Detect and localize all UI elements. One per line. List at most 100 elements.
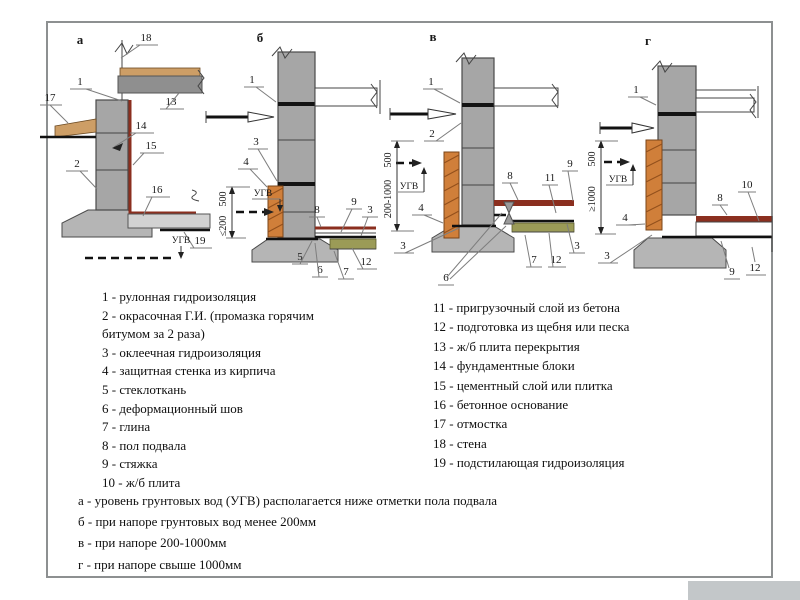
callout-3: 3: [248, 136, 278, 182]
callout-2: 2: [424, 122, 462, 142]
callout-15: 15: [132, 140, 164, 166]
legend-item-12: 12 - подготовка из щебня или песка: [433, 319, 630, 335]
callout-16: 16: [142, 184, 170, 217]
foundation-wall: [95, 99, 129, 211]
callout-number: 1: [77, 76, 83, 88]
break-mark: [651, 60, 673, 73]
basement-floor-layers: [662, 216, 773, 252]
callout-number: 10: [742, 179, 754, 191]
corner-patch: [688, 581, 800, 600]
protective-brick-wall: [645, 139, 663, 231]
note-g: г - при напоре свыше 1000мм: [78, 556, 242, 572]
foundation-waterproofing-diagrams: а 17 1 18 13: [40, 29, 773, 286]
brick-hatch: [645, 143, 663, 228]
callout-12: 12: [351, 247, 377, 270]
floor-surface: [696, 216, 772, 222]
callout-1: 1: [244, 74, 277, 103]
break-mark: [455, 52, 477, 65]
legend-item-15: 15 - цементный слой или плитка: [433, 377, 613, 393]
dimension: 500 200-1000: [383, 140, 414, 232]
block-joints: [96, 132, 128, 171]
callout-number: 2: [74, 158, 80, 170]
legend-item-17: 17 - отмостка: [433, 416, 508, 432]
callout-number: 6: [317, 264, 323, 276]
legend-item-14: 14 - фундаментные блоки: [433, 358, 575, 374]
callout-number: 12: [750, 262, 761, 274]
callout-number: 8: [314, 204, 320, 216]
callout-9: 9: [720, 240, 740, 280]
diagram-a: а 17 1 18 13: [40, 32, 212, 260]
callout-number: 14: [136, 120, 148, 132]
callout-4: 4: [616, 212, 646, 226]
rolled-waterproofing-band: [278, 102, 315, 106]
footing: [633, 237, 727, 269]
wall-pointer: [205, 111, 275, 123]
callout-number: 1: [633, 84, 639, 96]
concrete-base: [127, 213, 211, 229]
legend-item-18: 18 - стена: [433, 435, 487, 451]
dim-lower: ≤200: [218, 216, 229, 237]
callout-number: 3: [604, 250, 610, 262]
callout-13: 13: [160, 92, 184, 110]
callout-number: 19: [195, 235, 207, 247]
panel-v-label: в: [429, 29, 436, 44]
rolled-waterproofing-band: [462, 103, 494, 107]
callout-number: 9: [729, 266, 735, 278]
waterproofing-line: [128, 100, 196, 215]
ugv-label: УГВ: [609, 175, 628, 185]
legend-item-16: 16 - бетонное основание: [433, 397, 569, 413]
legend-item-1: 1 - рулонная гидроизоляция: [102, 289, 257, 304]
gravel-bedding: [329, 238, 377, 250]
callout-number: 16: [152, 184, 164, 196]
dim-upper: 500: [383, 153, 394, 168]
callout-1: 1: [70, 76, 123, 102]
callout-number: 9: [567, 158, 573, 170]
groundwater-level: УГВ: [236, 189, 283, 216]
ceiling-slab: [117, 75, 203, 94]
groundwater-level: УГВ: [396, 159, 427, 193]
callout-number: 15: [146, 140, 158, 152]
floor-surface: [494, 200, 574, 206]
legend-column-left: 1 - рулонная гидроизоляция 2 - окрасочна…: [102, 288, 342, 493]
blind-area: [54, 118, 97, 138]
legend-item-3: 3 - оклеечная гидроизоляция: [102, 344, 261, 360]
rolled-waterproofing-band: [658, 112, 696, 116]
groundwater-level: УГВ: [85, 236, 190, 260]
callout-11: 11: [542, 172, 558, 214]
legend-item-6: 6 - деформационный шов: [102, 400, 243, 416]
ugv-label: УГВ: [254, 189, 273, 199]
callout-18: 18: [120, 32, 158, 59]
callout-number: 9: [351, 196, 357, 208]
note-v: в - при напоре 200-1000мм: [78, 535, 227, 551]
panel-g-label: г: [645, 33, 651, 48]
callout-number: 8: [507, 170, 513, 182]
callout-number: 17: [45, 92, 57, 104]
diagram-g: г 1: [587, 33, 773, 280]
foundation-wall: [657, 65, 697, 216]
diagram-b: б 1: [205, 30, 381, 280]
callout-19: 19: [183, 231, 212, 249]
callout-number: 7: [531, 254, 537, 266]
break-mark: [370, 83, 378, 109]
legend-item-4: 4 - защитная стенка из кирпича: [102, 363, 276, 379]
callout-number: 5: [297, 251, 303, 263]
callout-3: 3: [394, 227, 460, 254]
legend-item-5: 5 - стеклоткань: [102, 381, 187, 397]
break-mark: [114, 42, 134, 56]
break-mark: [749, 93, 757, 119]
foundation-wall: [277, 51, 316, 239]
dimension: 500 ≥1000: [587, 140, 618, 235]
callout-number: 3: [400, 240, 406, 252]
callout-10: 10: [738, 179, 760, 222]
callout-9: 9: [562, 158, 578, 202]
legend-item-13: 13 - ж/б плита перекрытия: [433, 338, 580, 354]
callout-number: 3: [367, 204, 373, 216]
legend-item-9: 9 - стяжка: [102, 456, 158, 472]
callout-number: 4: [243, 156, 249, 168]
callout-number: 6: [443, 272, 449, 284]
callout-number: 11: [545, 172, 556, 184]
legend-item-10: 10 - ж/б плита: [102, 474, 181, 490]
callout-number: 1: [249, 74, 255, 86]
groundwater-level: УГВ: [604, 158, 636, 186]
